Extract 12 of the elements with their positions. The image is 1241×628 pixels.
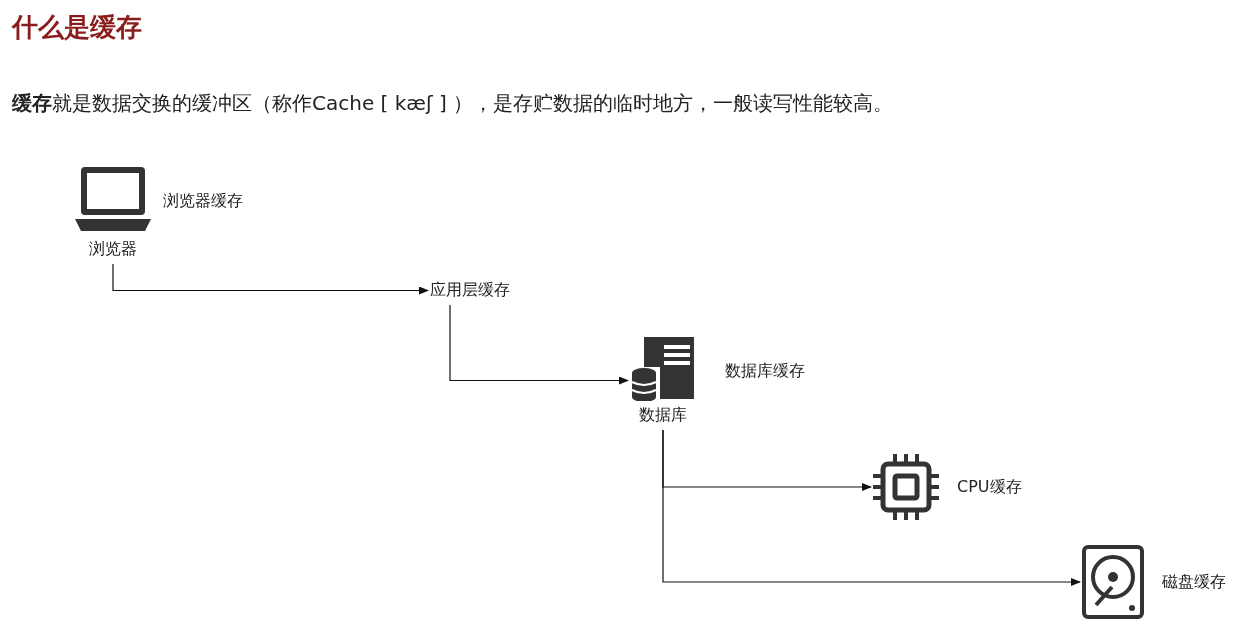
node-label: 应用层缓存 xyxy=(430,280,510,301)
node-label: 磁盘缓存 xyxy=(1162,571,1226,593)
node-label: 数据库 xyxy=(639,405,687,426)
page-title: 什么是缓存 xyxy=(12,11,142,44)
node-label: 浏览器 xyxy=(89,239,137,260)
description-text: 缓存就是数据交换的缓冲区（称作Cache [ kæʃ ] ），是存贮数据的临时地方，一般读写性能较高。 xyxy=(12,90,894,117)
arrow xyxy=(449,304,629,385)
caption-text: 数据库缓存 xyxy=(725,361,805,382)
arrow xyxy=(662,429,1081,586)
arrow xyxy=(112,263,429,295)
node-label: CPU缓存 xyxy=(957,476,1022,498)
caption-text: 浏览器缓存 xyxy=(163,191,243,212)
